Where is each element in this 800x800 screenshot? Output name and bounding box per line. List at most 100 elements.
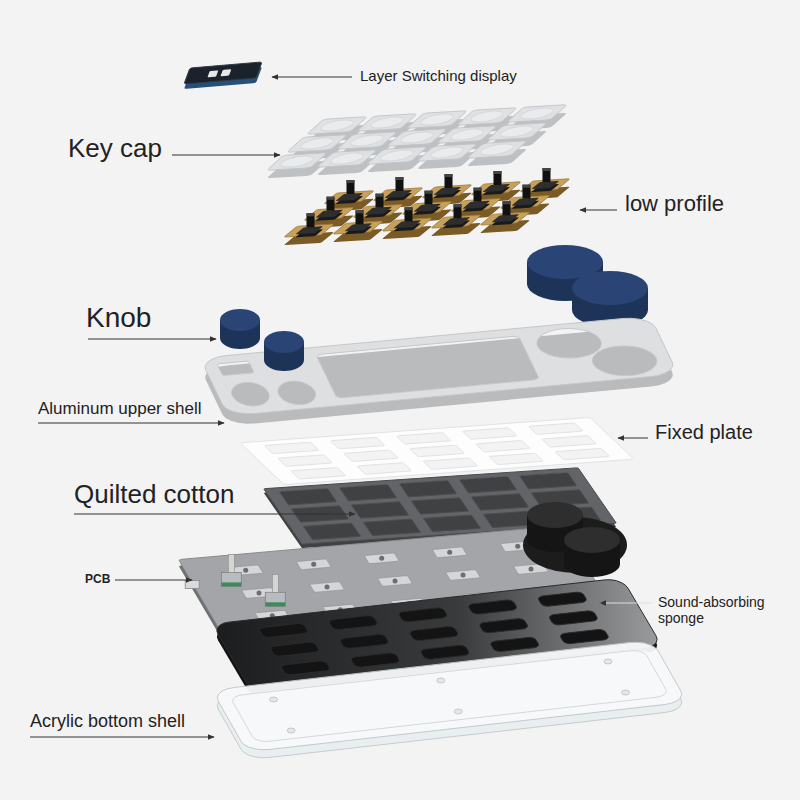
switch-housing <box>492 214 519 222</box>
usb-connector <box>185 581 199 589</box>
leader-line <box>115 580 192 581</box>
switch-housing <box>414 204 441 212</box>
display-mark <box>208 70 219 77</box>
switch-housing <box>394 220 421 228</box>
part-label: low profile <box>625 191 724 216</box>
switch-stem <box>523 185 531 188</box>
display-chip <box>185 62 262 84</box>
pcb-hole <box>447 550 452 555</box>
shell-post <box>622 690 630 695</box>
part-label: Key cap <box>68 134 162 164</box>
keycap <box>438 126 496 143</box>
switch-stem <box>503 201 511 215</box>
keycap <box>418 144 476 161</box>
rotary-encoder <box>221 572 241 586</box>
keycap-dish <box>521 108 553 119</box>
switch-stem <box>376 194 384 197</box>
knob <box>572 271 648 305</box>
keycap-dish <box>471 111 503 122</box>
leader-line <box>580 210 617 211</box>
switch-housing <box>336 193 363 201</box>
encoder-shaft <box>228 554 234 572</box>
keycap-dish <box>351 135 383 146</box>
keycap-dish <box>331 153 363 164</box>
pcb-hole <box>243 568 248 573</box>
switch-stem <box>307 213 315 216</box>
shell-post <box>454 709 462 714</box>
shell-post <box>437 678 445 683</box>
switch-stem <box>494 171 502 174</box>
keycap-dish <box>371 117 403 128</box>
leader-line <box>74 514 355 515</box>
keycap-dish <box>421 114 453 125</box>
switch-housing <box>434 187 461 195</box>
rotary-encoder <box>221 582 241 586</box>
switch-stem <box>405 207 413 221</box>
leader-line <box>38 423 224 424</box>
pcb-socket <box>310 582 344 592</box>
pcb-socket <box>433 547 467 558</box>
keycap <box>338 132 396 149</box>
keycap-dish <box>451 129 483 140</box>
keycap-dish <box>301 138 333 149</box>
switch-housing <box>483 184 510 192</box>
pcb-hole <box>379 556 384 561</box>
large-encoder <box>564 527 620 553</box>
keycap <box>488 123 546 140</box>
part-label: Fixed plate <box>655 421 753 444</box>
knob <box>264 331 304 353</box>
keycap-dish <box>381 150 413 161</box>
switch-stem <box>396 177 404 191</box>
switch-housing <box>316 210 343 218</box>
leader-line <box>88 339 216 340</box>
keycap <box>358 114 416 131</box>
part-label: Acrylic bottom shell <box>30 711 185 732</box>
keycap <box>308 117 366 134</box>
keycap <box>368 147 426 164</box>
pcb-hole <box>529 567 534 572</box>
switch-stem <box>405 207 413 210</box>
switch-stem <box>327 197 335 200</box>
part-label: Sound-absorbing sponge <box>658 594 788 626</box>
switch-stem <box>425 191 433 194</box>
pcb-hole <box>461 573 466 578</box>
pcb-hole <box>257 591 262 596</box>
pcb-socket <box>378 576 412 586</box>
leader-line <box>272 77 352 78</box>
switch-stem <box>307 213 315 227</box>
switch-stem <box>445 174 453 188</box>
leader-line <box>618 438 648 439</box>
switch-stem <box>474 188 482 202</box>
shell-post <box>604 659 612 664</box>
switch-housing <box>385 190 412 198</box>
pcb-socket <box>446 570 480 580</box>
keycap <box>458 108 516 125</box>
switch-housing <box>365 207 392 215</box>
keycap <box>388 129 446 146</box>
switch-housing <box>512 198 539 206</box>
pcb-hole <box>325 585 330 590</box>
part-label: Knob <box>86 302 151 334</box>
keycap-dish <box>481 144 513 155</box>
switch-housing <box>463 201 490 209</box>
bottom-shell <box>217 642 681 749</box>
bottom-shell-inner <box>233 651 667 742</box>
keycap-dish <box>501 126 533 137</box>
keycap-dish <box>431 147 463 158</box>
pcb-hole <box>393 579 398 584</box>
switch-stem <box>543 168 551 171</box>
leader-line <box>600 603 652 604</box>
keycap <box>408 111 466 128</box>
switch-stem <box>523 185 531 199</box>
switch-stem <box>494 171 502 185</box>
switch-stem <box>356 210 364 213</box>
pcb-socket <box>297 559 331 570</box>
part-label: PCB <box>85 573 110 587</box>
switch-stem <box>454 204 462 207</box>
display-mark <box>221 69 232 76</box>
shell-post <box>270 697 278 702</box>
switch-stem <box>454 204 462 218</box>
switch-stem <box>503 201 511 204</box>
